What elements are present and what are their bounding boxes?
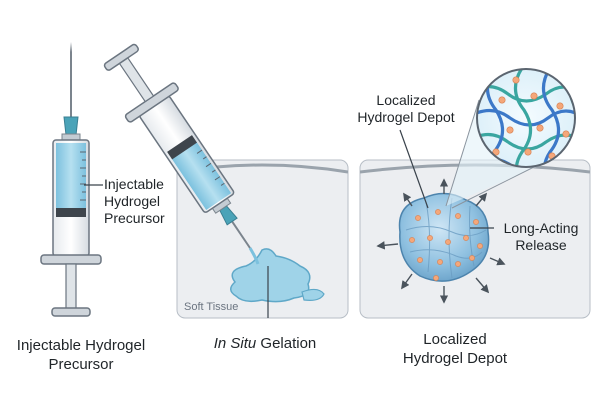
panel3-caption: Localized Hydrogel Depot bbox=[385, 330, 525, 368]
syringe-icon bbox=[103, 43, 251, 249]
caption-line-1: Localized bbox=[423, 331, 487, 348]
caption-italic: In Situ bbox=[213, 335, 257, 352]
callout-line-2: Hydrogel Depot bbox=[357, 109, 455, 125]
callout-line-2: Hydrogel bbox=[104, 193, 161, 209]
callout-line bbox=[399, 129, 429, 209]
panel1-caption: Injectable Hydrogel Precursor bbox=[0, 336, 162, 374]
panel2-caption: In Situ Gelation bbox=[180, 334, 350, 353]
caption-line-2: Precursor bbox=[48, 356, 114, 373]
caption-line-2: Hydrogel Depot bbox=[402, 350, 508, 367]
panel1-callout: Injectable Hydrogel Precursor bbox=[104, 176, 184, 227]
callout-line-1: Localized bbox=[376, 92, 436, 108]
callout-line-2: Release bbox=[515, 237, 567, 253]
release-callout: Long-Acting Release bbox=[496, 220, 586, 254]
syringe-icon bbox=[40, 42, 102, 317]
callout-line-3: Precursor bbox=[104, 210, 165, 226]
panel3-callout-top: Localized Hydrogel Depot bbox=[346, 92, 466, 126]
caption-line-1: Injectable Hydrogel bbox=[16, 337, 146, 354]
callout-line-1: Long-Acting bbox=[503, 220, 579, 236]
soft-tissue-label: Soft Tissue bbox=[184, 301, 239, 313]
callout-line-1: Injectable bbox=[104, 176, 164, 192]
magnifier-icon bbox=[476, 68, 576, 168]
hydrogel-depot bbox=[398, 192, 490, 282]
caption-rest: Gelation bbox=[256, 335, 317, 352]
arrow-icon bbox=[376, 178, 506, 304]
